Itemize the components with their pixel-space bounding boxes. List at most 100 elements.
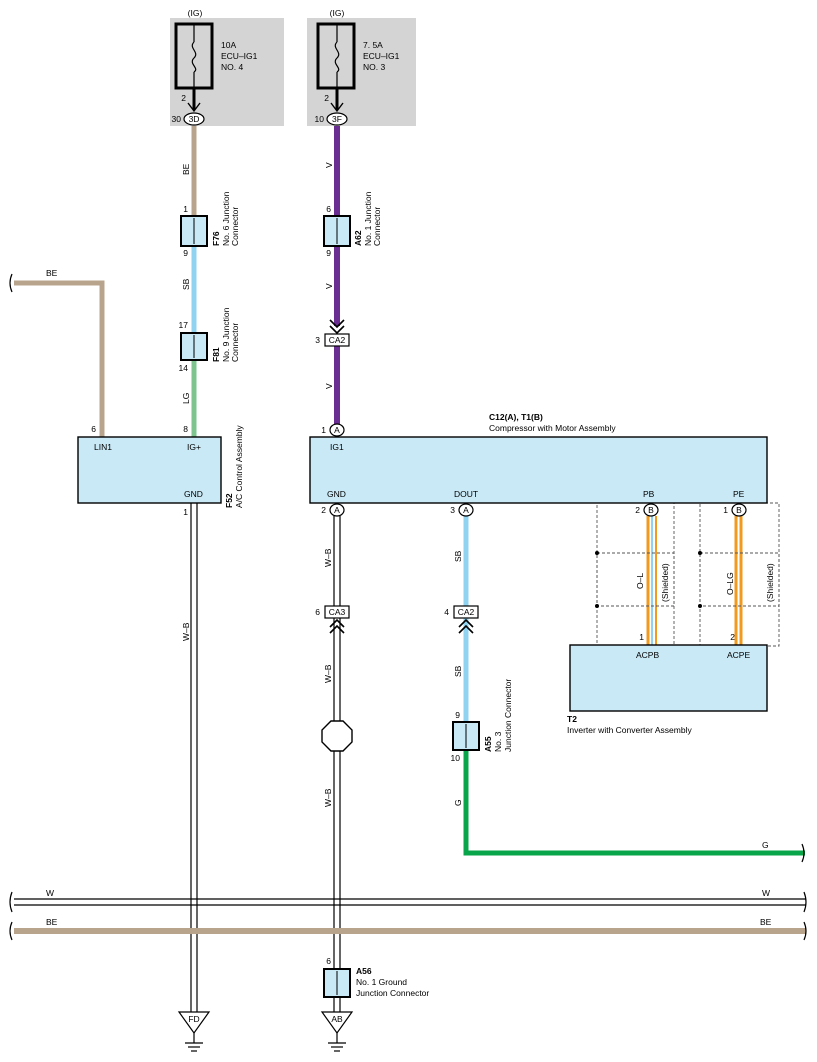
fuse-pin-2: 2: [324, 93, 329, 103]
wire-code-label: W–B: [323, 788, 333, 807]
junction-name: Junction Connector: [356, 988, 429, 998]
wire-code-label: O–L: [635, 573, 645, 589]
terminal-lin1: LIN1: [94, 442, 112, 452]
fuse-block-no3: (IG) 7. 5A ECU–IG1 NO. 3 2 3F 10: [307, 8, 416, 126]
junction-name: No. 6 Junction: [221, 191, 231, 246]
terminal-acpb: ACPB: [636, 650, 659, 660]
junction-name: No. 1 Ground: [356, 977, 407, 987]
pin-label: 1: [639, 632, 644, 642]
connector-letter: A: [334, 425, 340, 435]
inline-connector-ca2: [324, 333, 350, 347]
terminal-ig1: IG1: [330, 442, 344, 452]
pin-label: 9: [183, 248, 188, 258]
wire-code-label: W–B: [323, 548, 333, 567]
terminal-pb: PB: [643, 489, 655, 499]
inline-connector-code: CA2: [329, 335, 346, 345]
wire-code-label: G: [762, 840, 769, 850]
splice-point-octagon: [321, 720, 353, 752]
fuse-name-2: ECU–IG1: [363, 51, 400, 61]
inline-ca3: CA3 6: [315, 605, 350, 634]
fuse-number-2: NO. 3: [363, 62, 385, 72]
connector-code-3f: 3F: [332, 114, 342, 124]
pin-label: 1: [321, 425, 326, 435]
connector-letter: A: [463, 505, 469, 515]
wire-color-labels: BE SB LG BE V V V W–B W–B W–B W–B SB SB …: [46, 162, 775, 927]
inline-ca2-top: CA2 3: [315, 319, 350, 347]
wire-code-label: G: [453, 799, 463, 806]
fuse-name-1: ECU–IG1: [221, 51, 258, 61]
fuse-number-1: NO. 4: [221, 62, 243, 72]
wire-code-label: BE: [760, 917, 772, 927]
wire-code-label: BE: [181, 163, 191, 175]
terminal-gnd: GND: [184, 489, 203, 499]
connector-pin-30: 30: [172, 114, 182, 124]
wire-code-label: (Shielded): [765, 563, 775, 602]
pin-label: 2: [321, 505, 326, 515]
component-name: Inverter with Converter Assembly: [567, 725, 692, 735]
wire-code-label: SB: [181, 278, 191, 290]
connector-a-oval: [329, 423, 345, 437]
wire-g: [463, 750, 805, 856]
pin-label: 6: [315, 607, 320, 617]
fuse-supply-1: (IG): [188, 8, 203, 18]
junction-code-a55: A55: [483, 736, 493, 752]
wire-be-lin1: [14, 280, 105, 437]
inline-ca2-mid: CA2 4: [444, 605, 479, 634]
pin-label: 9: [326, 248, 331, 258]
wires-shielded: [595, 502, 780, 647]
inverter-assembly: 1 2 ACPB ACPE T2 Inverter with Converter…: [567, 632, 768, 735]
fuse-housing-2: [316, 22, 356, 90]
inline-connector-ca2: [453, 605, 479, 619]
pin-label: 14: [179, 363, 189, 373]
wires-left: [9, 126, 198, 1012]
junction-code-a56: A56: [356, 966, 372, 976]
junction-name: No. 3: [493, 731, 503, 752]
ground-ab: AB: [320, 1011, 354, 1052]
junction-a56: 6 A56 No. 1 Ground Junction Connector: [323, 956, 429, 998]
component-code-f52: F52: [224, 493, 234, 508]
inline-connector-code: CA2: [458, 607, 475, 617]
wire-code-label: W–B: [323, 664, 333, 683]
ground-triangle: [177, 1011, 211, 1035]
wire-code-label: W: [46, 888, 54, 898]
pin-label: 4: [444, 607, 449, 617]
component-code-c12: C12(A), T1(B): [489, 412, 543, 422]
bus-wires: [9, 891, 807, 941]
terminal-pe: PE: [733, 489, 745, 499]
wires-middle: [333, 126, 341, 1012]
fuse-rating-1: 10A: [221, 40, 236, 50]
component-name: Compressor with Motor Assembly: [489, 423, 616, 433]
pin-label: 10: [451, 753, 461, 763]
connector-letter: A: [334, 505, 340, 515]
wire-code-label: W–B: [181, 622, 191, 641]
pin-label: 6: [91, 424, 96, 434]
terminal-gnd: GND: [327, 489, 346, 499]
fuse-icon: [191, 41, 197, 73]
junction-a62: 6 9 A62 No. 1 Junction Connector: [323, 191, 382, 258]
junction-a55: 9 10 A55 No. 3 Junction Connector: [451, 679, 513, 763]
fuse-rating-2: 7. 5A: [363, 40, 383, 50]
junction-f76: 1 9 F76 No. 6 Junction Connector: [180, 191, 240, 258]
ground-code: FD: [188, 1014, 199, 1024]
inline-connector-ca3: [324, 605, 350, 619]
pin-label: 1: [183, 204, 188, 214]
wire-code-label: (Shielded): [660, 563, 670, 602]
ac-control-assembly: LIN1 IG+ GND 6 8 1 F52 A/C Control Assem…: [77, 424, 244, 517]
pin-label: 6: [326, 204, 331, 214]
connector-letter: B: [648, 505, 654, 515]
junction-name: Connector: [372, 207, 382, 246]
connector-oval-3f: [326, 112, 348, 126]
inline-connector-code: CA3: [329, 607, 346, 617]
ground-code: AB: [331, 1014, 343, 1024]
pin-label: 1: [723, 505, 728, 515]
wire-code-label: SB: [453, 665, 463, 677]
fuse-pin-1: 2: [181, 93, 186, 103]
pin-label: 17: [179, 320, 189, 330]
pin-label: 6: [326, 956, 331, 966]
junction-name: No. 1 Junction: [363, 191, 373, 246]
wire-code-label: LG: [181, 393, 191, 404]
wire-code-label: W: [762, 888, 770, 898]
fuse-supply-2: (IG): [330, 8, 345, 18]
wire-code-label: BE: [46, 268, 58, 278]
connector-letter: B: [736, 505, 742, 515]
